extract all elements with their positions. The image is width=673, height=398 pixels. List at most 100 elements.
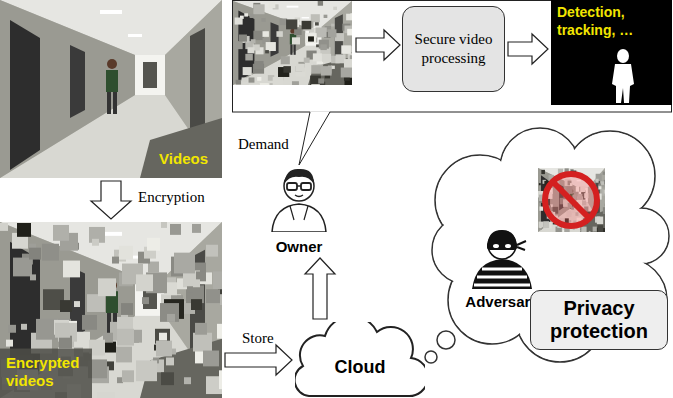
mosaic-block (318, 78, 324, 83)
mosaic-block (597, 225, 603, 232)
mosaic-block (187, 286, 193, 292)
door-frame (271, 22, 279, 56)
mosaic-block (253, 4, 264, 14)
mosaic-block (261, 18, 265, 22)
node-text: Cloud (335, 357, 386, 378)
mosaic-block (254, 61, 263, 69)
mosaic-block (195, 323, 207, 335)
person-body (106, 70, 118, 92)
mosaic-block (21, 324, 27, 330)
encrypted-frame: Encrypted videos (0, 222, 222, 398)
mosaic-block (6, 340, 13, 347)
mosaic-block (347, 29, 355, 36)
photo-ground (538, 168, 605, 232)
mosaic-block (184, 377, 191, 384)
block-arrow (91, 181, 131, 219)
mosaic-block (601, 189, 606, 195)
door-frame (70, 45, 85, 118)
dark-patch (0, 349, 92, 398)
mosaic-block (98, 278, 116, 296)
block-arrow (225, 345, 292, 375)
mosaic-block (191, 299, 202, 310)
demand-panel (233, 1, 672, 113)
mosaic-block (305, 33, 316, 43)
result-ground (551, 0, 672, 105)
mosaic-block (42, 244, 59, 261)
small-bubble (437, 331, 455, 349)
cloud-outline (295, 322, 425, 396)
adversary-head (488, 231, 516, 259)
mosaic-block (217, 324, 222, 339)
encrypted-thumbnail (233, 1, 359, 93)
mosaic-block (245, 54, 253, 61)
mosaic-block (244, 13, 248, 16)
mosaic-block (17, 223, 31, 237)
mosaic-block (249, 77, 255, 82)
floor-shadow (140, 118, 222, 178)
mosaic-block (324, 15, 328, 18)
silhouette-body (612, 64, 634, 103)
door-frame (190, 28, 205, 140)
mosaic-block (8, 325, 16, 333)
owner-icon (262, 160, 336, 232)
photo-ground (233, 1, 352, 85)
mosaic-block (29, 248, 41, 260)
mosaic-block (341, 68, 352, 78)
mosaic-block (346, 14, 354, 21)
mosaic-block (161, 222, 167, 228)
mosaic-block (276, 31, 282, 37)
body-stripes (474, 269, 530, 285)
video-frame: Videos (0, 0, 222, 178)
mosaic-block (174, 253, 195, 274)
mosaic-block (87, 294, 105, 312)
mosaic-block (13, 258, 32, 277)
mosaic-block (604, 190, 607, 194)
mosaic-block (119, 246, 133, 260)
mosaic-block (206, 245, 218, 257)
mosaic-block (598, 186, 601, 190)
mosaic-block (268, 2, 275, 8)
mosaic-block (247, 47, 254, 53)
ceiling-light (302, 17, 310, 18)
photo-ground (0, 0, 222, 178)
mosaic-block (136, 360, 157, 381)
ceiling-light (287, 6, 299, 8)
mosaic-block (581, 227, 586, 233)
mosaic-block (601, 181, 604, 185)
edge-label: Encryption (138, 189, 205, 206)
mosaic-block (74, 301, 80, 307)
mosaic-block (117, 329, 134, 346)
mosaic-block (605, 204, 607, 207)
mosaic-block (156, 341, 172, 357)
mosaic-block (193, 333, 212, 352)
callout-pointer (299, 112, 330, 165)
block-arrow (356, 30, 400, 60)
mosaic-block (60, 300, 72, 312)
node-text: Adversary (465, 293, 538, 310)
mosaic-block (539, 222, 544, 228)
mosaic-block (136, 274, 153, 291)
mosaic-block (242, 77, 247, 82)
owner-hair (284, 169, 314, 184)
mosaic-block (213, 271, 222, 289)
mosaic-block (315, 22, 319, 25)
block-arrow (508, 34, 548, 64)
mosaic-block (321, 66, 332, 75)
mosaic-block (160, 303, 179, 322)
mosaic-block (294, 28, 302, 35)
mosaic-block (203, 351, 219, 367)
mosaic-block (341, 45, 351, 53)
mosaic-block (540, 206, 544, 210)
result-panel: Detection, tracking, … (551, 0, 672, 105)
mosaic-block (196, 271, 204, 279)
mosaic-block (311, 84, 321, 93)
owner-figure: Owner (262, 160, 336, 255)
mosaic-block (273, 77, 284, 86)
mosaic-block (36, 319, 57, 340)
mosaic-block (159, 333, 167, 341)
adversary-icon (462, 225, 542, 289)
mosaic-block (121, 303, 133, 315)
mosaic-block (257, 77, 261, 81)
mosaic-block (167, 314, 175, 322)
beanie (488, 230, 516, 243)
